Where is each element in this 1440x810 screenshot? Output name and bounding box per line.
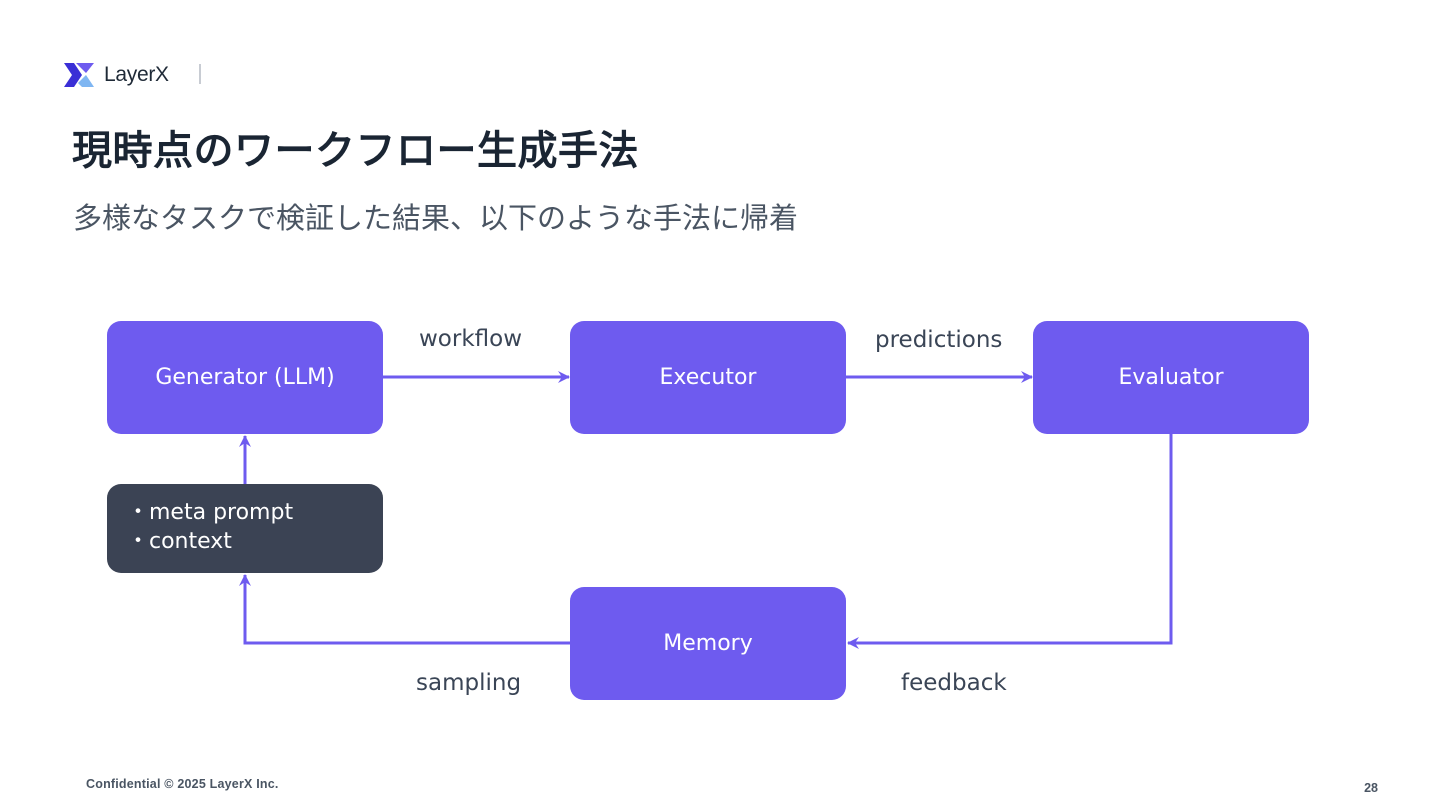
brand-name: LayerX <box>104 63 169 86</box>
arrow-memory-inputs <box>239 574 570 645</box>
evaluator-label: Evaluator <box>1118 365 1224 390</box>
footer-confidential: Confidential © 2025 LayerX Inc. <box>86 777 279 791</box>
edge-label-sampling: sampling <box>416 670 522 696</box>
layerx-logo-icon <box>64 63 94 87</box>
input-item-context: ・context <box>127 529 232 554</box>
edge-label-predictions: predictions <box>875 327 1003 353</box>
generator-node: Generator (LLM) <box>107 321 383 434</box>
edge-label-feedback: feedback <box>901 670 1007 696</box>
memory-label: Memory <box>663 631 753 656</box>
slide-subtitle: 多様なタスクで検証した結果、以下のような手法に帰着 <box>73 201 799 235</box>
arrow-evaluator-memory <box>847 434 1173 649</box>
header-divider <box>199 64 201 84</box>
inputs-node: ・meta prompt ・context <box>107 484 383 573</box>
executor-label: Executor <box>659 365 757 390</box>
generator-label: Generator (LLM) <box>155 365 335 390</box>
input-item-meta-prompt: ・meta prompt <box>127 500 294 525</box>
edge-label-workflow: workflow <box>419 326 523 352</box>
memory-node: Memory <box>570 587 846 700</box>
evaluator-node: Evaluator <box>1033 321 1309 434</box>
page-number: 28 <box>1364 781 1378 795</box>
brand-logo: LayerX <box>62 60 169 90</box>
slide-title: 現時点のワークフロー生成手法 <box>72 128 639 174</box>
executor-node: Executor <box>570 321 846 434</box>
